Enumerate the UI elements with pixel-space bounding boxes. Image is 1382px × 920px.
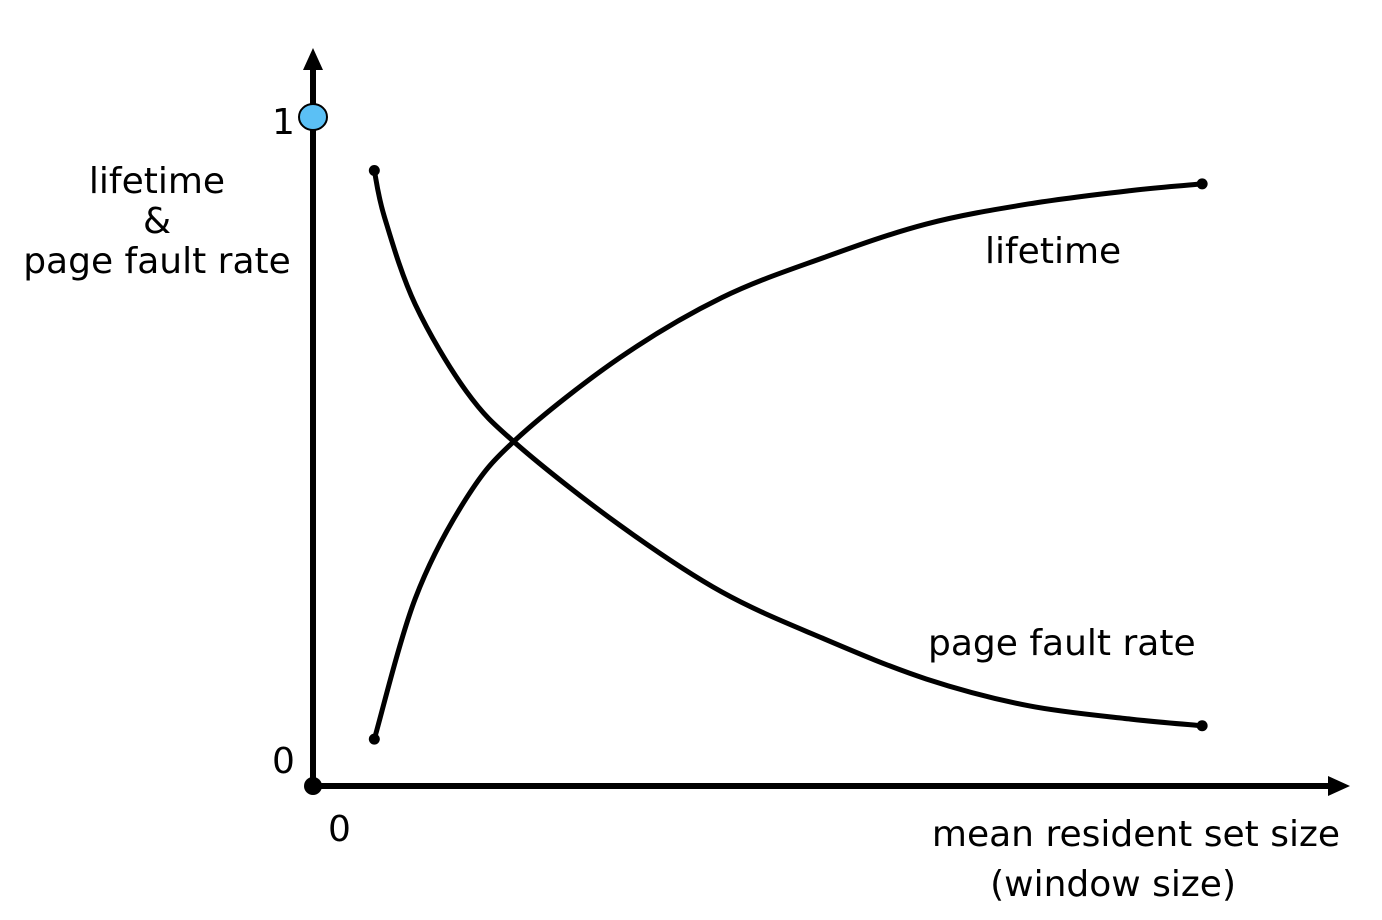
y-axis-label-line-2: &: [142, 201, 172, 242]
x-axis-label-line-1: mean resident set size: [931, 814, 1340, 855]
y-axis-label-line-1: lifetime: [88, 161, 226, 202]
y-tick-0: 0: [272, 741, 295, 782]
series-line-lifetime: [371, 181, 1203, 740]
x-axis-label-line-2: (window size): [990, 864, 1236, 905]
y-axis-arrow: [303, 48, 323, 70]
x-axis-label: mean resident set size (window size): [900, 810, 1340, 910]
series-label-lifetime: lifetime: [985, 231, 1122, 272]
series-endpoint-page-fault-rate-end: [1196, 720, 1208, 732]
series-endpoint-page-fault-rate-start: [368, 165, 380, 177]
origin-dot: [304, 777, 322, 795]
y-axis-label: lifetime & page fault rate: [20, 162, 294, 282]
y-axis-max-marker: [298, 103, 328, 131]
series-label-page-fault-rate: page fault rate: [928, 623, 1196, 664]
series-endpoint-lifetime-start: [368, 733, 380, 745]
series-endpoint-lifetime-end: [1196, 178, 1208, 190]
y-axis-label-line-3: page fault rate: [23, 241, 291, 282]
series-line-page-fault-rate: [371, 169, 1203, 729]
y-tick-1: 1: [272, 102, 295, 143]
x-axis-arrow: [1328, 776, 1350, 796]
x-tick-0: 0: [328, 809, 351, 850]
